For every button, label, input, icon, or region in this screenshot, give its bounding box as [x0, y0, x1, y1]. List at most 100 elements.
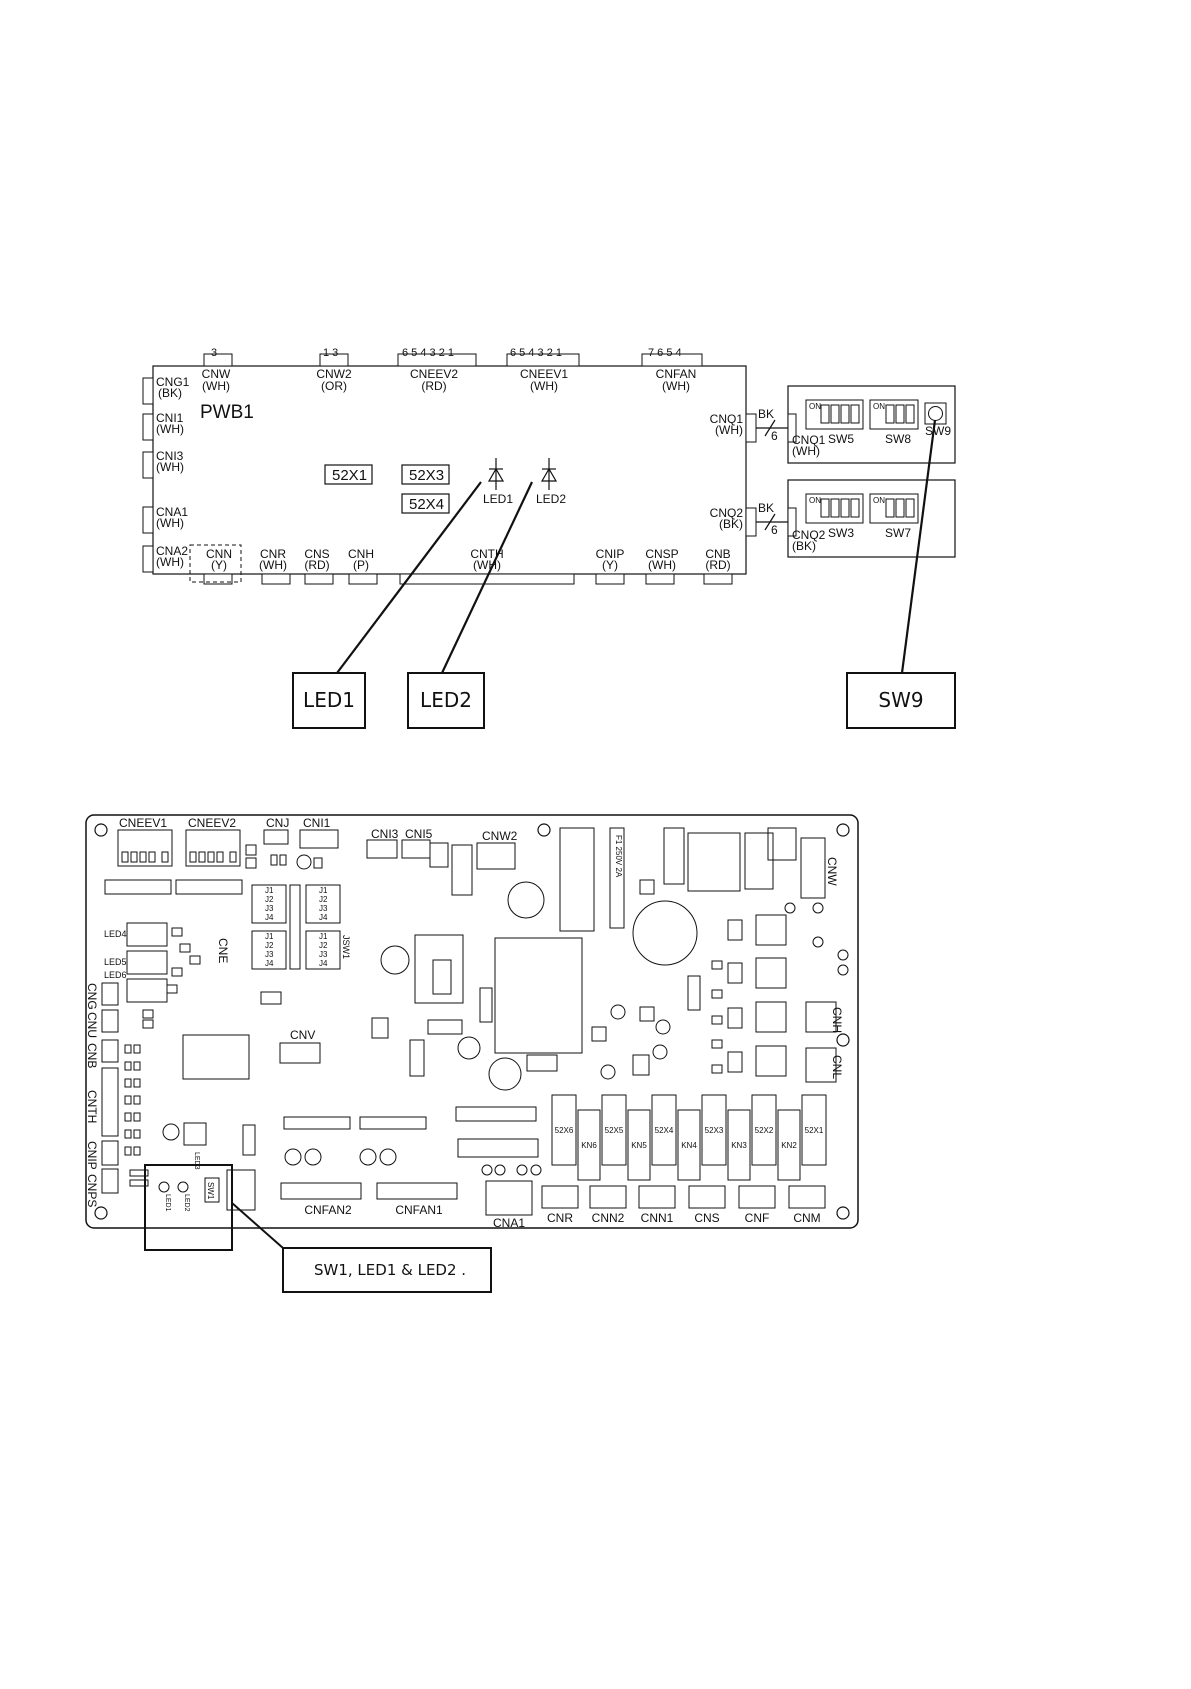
- cna1-label: CNA1: [156, 505, 188, 519]
- wire-tag-1: BK: [758, 407, 774, 421]
- sw5-dip-switch[interactable]: [805, 399, 864, 430]
- cnr-label: CNR: [260, 547, 286, 561]
- cnth-color: (WH): [473, 558, 501, 572]
- relay-52x2-pcb: 52X2: [755, 1126, 774, 1135]
- sw3-on-label: ON: [809, 496, 821, 505]
- sw1-pcb-label: SW1: [206, 1182, 215, 1200]
- sb2-connector-label: CNQ2: [792, 528, 826, 542]
- cneev1-label: CNEEV1: [520, 367, 568, 381]
- jumper-j2a: J2: [265, 895, 274, 904]
- jumper-j3b: J3: [319, 904, 328, 913]
- cnq1-label: CNQ1: [710, 412, 744, 426]
- led6-label: LED6: [104, 970, 127, 980]
- cnw-color: (WH): [202, 379, 230, 393]
- cnn-label: CNN: [206, 547, 232, 561]
- relay-row: [551, 1094, 827, 1181]
- cnh-label: CNH: [348, 547, 374, 561]
- cnb-label: CNB: [705, 547, 730, 561]
- jumper-blocks: [251, 884, 341, 970]
- callout-led1: LED1: [303, 688, 355, 712]
- pwb1-title: PWB1: [200, 402, 254, 423]
- jumper-j1a: J1: [265, 886, 274, 895]
- jsw1-label: JSW1: [341, 935, 351, 959]
- sw5-on-label: ON: [809, 402, 821, 411]
- sb1-connector-label: CNQ1: [792, 433, 826, 447]
- jumper-j2b: J2: [319, 895, 328, 904]
- cna2-label: CNA2: [156, 544, 188, 558]
- cns-label: CNS: [304, 547, 329, 561]
- wire-harness-2: [756, 513, 788, 531]
- sb2-connector-color: (BK): [792, 539, 816, 553]
- cnsp-label: CNSP: [645, 547, 678, 561]
- cna1-pcb-label: CNA1: [493, 1216, 525, 1230]
- cnq1-color: (WH): [715, 423, 743, 437]
- top-connector-bodies: [203, 353, 703, 367]
- cnw-label: CNW: [202, 367, 231, 381]
- led1-label: LED1: [483, 492, 513, 506]
- cns-color: (RD): [304, 558, 329, 572]
- sw7-dip-switch[interactable]: [869, 493, 919, 524]
- pcb-center-components: [371, 934, 723, 1158]
- jumper-j1b: J1: [319, 886, 328, 895]
- sw7-label: SW7: [885, 526, 911, 540]
- cni3-pcb-label: CNI3: [371, 827, 399, 841]
- callout-led2: LED2: [420, 688, 472, 712]
- cnq2-color: (BK): [719, 517, 743, 531]
- sw7-on-label: ON: [873, 496, 885, 505]
- sw8-label: SW8: [885, 432, 911, 446]
- cnq2-label: CNQ2: [710, 506, 744, 520]
- relay-kn6-pcb: KN6: [581, 1141, 597, 1150]
- led4-label: LED4: [104, 929, 127, 939]
- led3-pcb-label: LED3: [193, 1152, 200, 1170]
- cnw2-color: (OR): [321, 379, 347, 393]
- led2-icon: [540, 458, 558, 490]
- sw3-dip-switch[interactable]: [805, 493, 864, 524]
- cneev2-color: (RD): [421, 379, 446, 393]
- cnip-label: CNIP: [596, 547, 625, 561]
- cnfan2-pcb-label: CNFAN2: [304, 1203, 352, 1217]
- led2-label: LED2: [536, 492, 566, 506]
- cnj-pcb-label: CNJ: [266, 816, 289, 830]
- cneev2-label: CNEEV2: [410, 367, 458, 381]
- cnps-pcb-label: CNPS: [85, 1174, 99, 1207]
- cnsp-color: (WH): [648, 558, 676, 572]
- cna2-color: (WH): [156, 555, 184, 569]
- top-connector-pins: 3 1 3 6 5 4 3 2 1 6 5 4 3 2 1 7 6 5 4: [211, 347, 682, 359]
- sw1-leader-line: [231, 1202, 284, 1249]
- callout-sw1-led1-led2: SW1, LED1 & LED2 .: [314, 1261, 466, 1279]
- cnv-label: CNV: [290, 1028, 315, 1042]
- relay-kn4-pcb: KN4: [681, 1141, 697, 1150]
- relay-52x3-pcb: 52X3: [705, 1126, 724, 1135]
- relay-52x3: 52X3: [409, 467, 444, 484]
- sw8-on-label: ON: [873, 402, 885, 411]
- jumper-j2c: J2: [265, 941, 274, 950]
- cni1-color: (WH): [156, 422, 184, 436]
- relay-kn2-pcb: KN2: [781, 1141, 797, 1150]
- cni3-label: CNI3: [156, 449, 184, 463]
- switch-board-1-connector: [787, 413, 797, 443]
- relay-kn3-pcb: KN3: [731, 1141, 747, 1150]
- wire-count-1: 6: [771, 429, 778, 443]
- bottom-connector-bodies: [203, 573, 733, 585]
- switch-board-2-connector: [787, 507, 797, 537]
- pcb-top-left-components: [104, 827, 826, 966]
- led5-label: LED5: [104, 957, 127, 967]
- cnip-color: (Y): [602, 558, 618, 572]
- relay-52x1: 52X1: [332, 467, 367, 484]
- cnh-color: (P): [353, 558, 369, 572]
- pcb-right-components: [727, 902, 849, 1083]
- cna1-color: (WH): [156, 516, 184, 530]
- fuse-label: F1 250V 2A: [614, 835, 623, 878]
- wire-harness-1: [756, 419, 788, 437]
- wire-tag-2: BK: [758, 501, 774, 515]
- cnf-pcb-label: CNF: [745, 1211, 770, 1225]
- cneev2-pcb-label: CNEEV2: [188, 816, 236, 830]
- pcb-bottom-labels: CNFAN2 CNFAN1 CNA1 CNR CNN2 CNN1 CNS CNF…: [304, 1203, 820, 1230]
- relay-52x1-pcb: 52X1: [805, 1126, 824, 1135]
- sw8-dip-switch[interactable]: [869, 399, 919, 430]
- sb1-connector-color: (WH): [792, 444, 820, 458]
- cneev1-pcb-label: CNEEV1: [119, 816, 167, 830]
- relay-52x5-pcb: 52X5: [605, 1126, 624, 1135]
- relay-52x4-pcb: 52X4: [655, 1126, 674, 1135]
- cnw2-label: CNW2: [316, 367, 352, 381]
